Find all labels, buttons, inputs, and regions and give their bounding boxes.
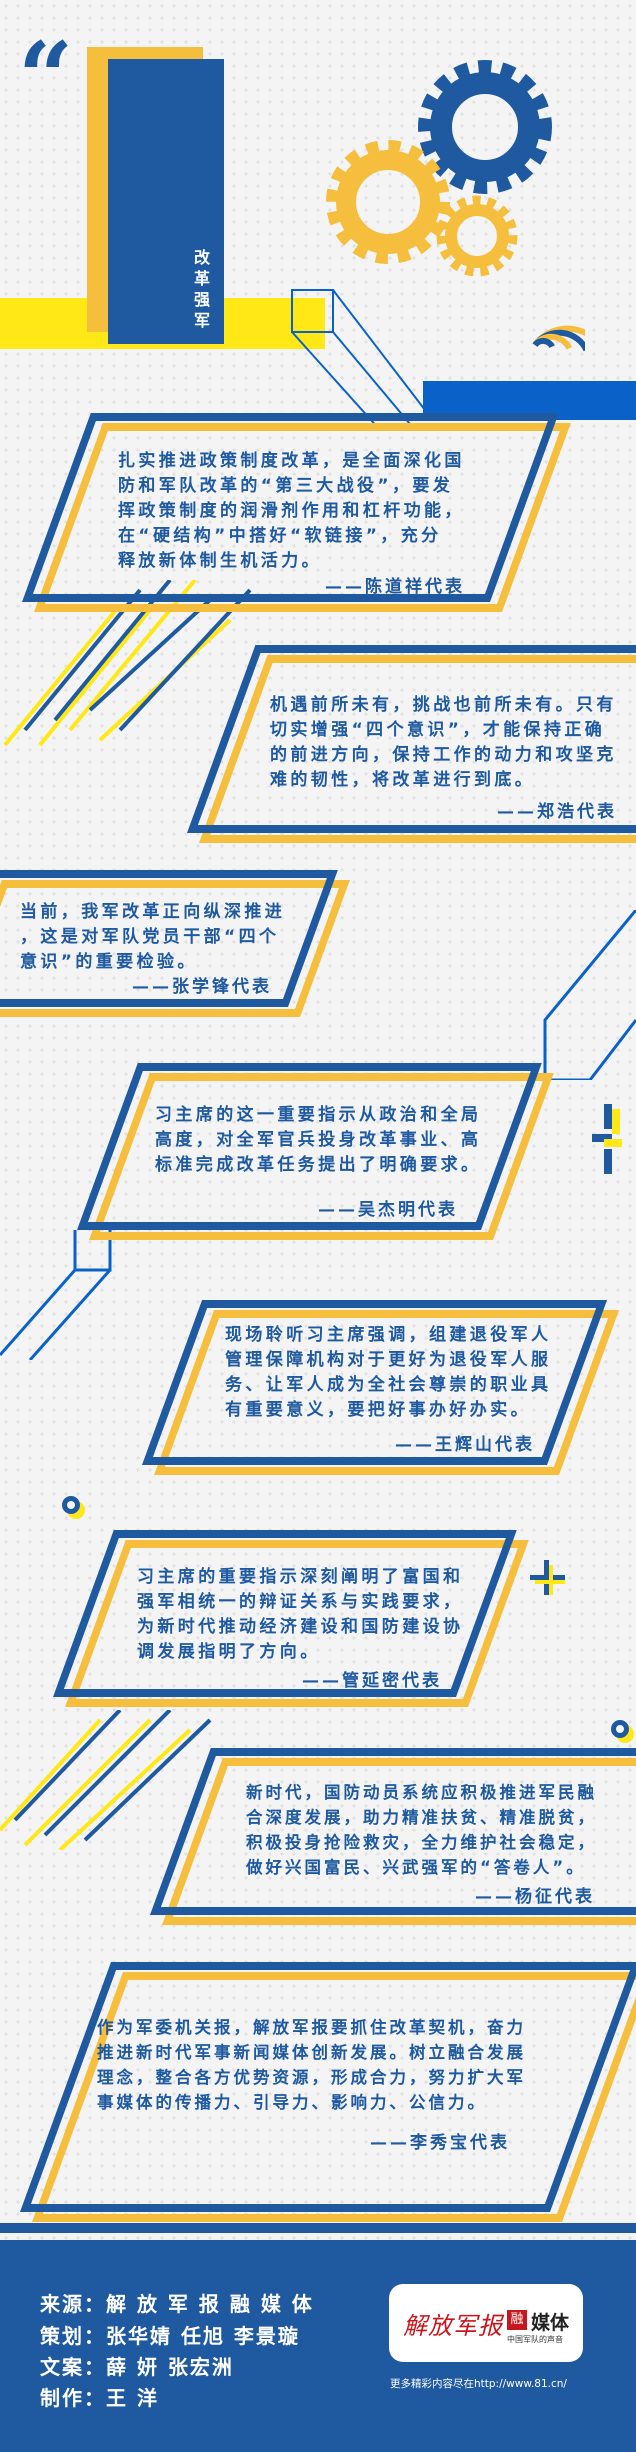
more-link[interactable]: 更多精彩内容尽在http://www.81.cn/ bbox=[390, 2378, 567, 2390]
quote-author: ——管延密代表 bbox=[302, 1671, 442, 1691]
quote-author: ——张学锋代表 bbox=[132, 977, 272, 997]
pla-daily-logo[interactable]: 解放军报 融 媒体 中国军队的声音 bbox=[389, 2284, 583, 2362]
credit-writing: 文案：薛 妍 张宏洲 bbox=[40, 2355, 234, 2379]
ring-icon bbox=[62, 1496, 80, 1514]
quote-mark-icon: “ bbox=[18, 21, 74, 134]
quote-text: 扎实推进政策制度改革，是全面深化国 防和军队改革的“第三大战役”，要发 挥政策制… bbox=[118, 449, 465, 574]
quote-author: ——王辉山代表 bbox=[395, 1435, 535, 1455]
quote-author: ——郑浩代表 bbox=[497, 802, 617, 822]
quote-line: 作为军委机关报，解放军报要抓住改革契机，奋力 bbox=[97, 2018, 526, 2037]
quote-author: ——吴杰明代表 bbox=[318, 1200, 458, 1220]
logo-name: 解放军报 bbox=[403, 2312, 503, 2340]
quote-line: 当前，我军改革正向纵深推进 bbox=[20, 902, 286, 922]
ring-icon bbox=[611, 1720, 629, 1738]
quote-line: 为新时代推动经济建设和国防建设协 bbox=[137, 1617, 464, 1637]
footer-stripe bbox=[0, 2223, 636, 2233]
gears-icon bbox=[326, 60, 552, 277]
quote-line: 做好兴国富民、兴武强军的“答卷人”。 bbox=[246, 1858, 586, 1877]
quote-line: ，这是对军队党员干部“四个 bbox=[20, 927, 280, 947]
quote-line: 切实增强“四个意识”，才能保持正确 bbox=[270, 720, 606, 740]
quote-line: 调发展指明了方向。 bbox=[137, 1642, 321, 1662]
quote-text: 作为军委机关报，解放军报要抓住改革契机，奋力 推进新时代军事新闻媒体创新发展。树… bbox=[97, 2015, 526, 2115]
quote-line: 强军相统一的辩证关系与实践要求， bbox=[137, 1592, 464, 1612]
quote-text: 机遇前所未有，挑战也前所未有。只有 切实增强“四个意识”，才能保持正确 的前进方… bbox=[270, 693, 617, 793]
quote-line: 机遇前所未有，挑战也前所未有。只有 bbox=[270, 695, 617, 715]
quote-text: 新时代，国防动员系统应积极推进军民融 合深度发展，助力精准扶贫、精准脱贫， 积极… bbox=[246, 1780, 597, 1880]
blue-gear-icon bbox=[418, 60, 552, 194]
footer: 来源：解 放 军 报 融 媒 体 策划：张华婧 任旭 李景璇 文案：薛 妍 张宏… bbox=[0, 2240, 636, 2452]
quote-line: 挥政策制度的润滑剂作用和杠杆功能， bbox=[118, 501, 465, 521]
quote-line: 防和军队改革的“第三大战役”，要发 bbox=[118, 476, 454, 496]
credit-production: 制作：王 洋 bbox=[40, 2386, 159, 2410]
stripes-decoration bbox=[3, 580, 252, 747]
credit-source: 来源：解 放 军 报 融 媒 体 bbox=[40, 2292, 314, 2316]
quote-line: 新时代，国防动员系统应积极推进军民融 bbox=[246, 1783, 597, 1802]
quote-line: 事媒体的传播力、引导力、影响力、公信力。 bbox=[97, 2093, 487, 2112]
yellow-gear-small-icon bbox=[436, 195, 518, 277]
quote-line: 在“硬结构”中搭好“软链接”，充分 bbox=[118, 526, 442, 546]
yellow-gear-large-icon bbox=[326, 140, 450, 264]
logo-slogan: 中国军队的声音 bbox=[507, 2335, 563, 2344]
title-card: 改革强军 bbox=[108, 59, 224, 344]
credit-planning: 策划：张华婧 任旭 李景璇 bbox=[40, 2324, 300, 2348]
quote-line: 积极投身抢险救灾，全力维护社会稳定， bbox=[246, 1833, 597, 1852]
quote-author: ——杨征代表 bbox=[475, 1887, 595, 1907]
outline-beam-left bbox=[0, 1230, 112, 1360]
signal-icon bbox=[532, 325, 585, 354]
quote-line: 习主席的重要指示深刻阐明了富国和 bbox=[137, 1567, 464, 1587]
plus-decoration bbox=[592, 1104, 622, 1174]
outline-beam-right bbox=[543, 910, 636, 1080]
quote-author: ——陈道祥代表 bbox=[325, 577, 465, 597]
quote-line: 现场聆听习主席强调，组建退役军人 bbox=[225, 1325, 552, 1345]
page-title: 改革强军 bbox=[194, 248, 211, 330]
quote-line: 有重要意义，要把好事办好办实。 bbox=[225, 1400, 531, 1420]
quote-author: ——李秀宝代表 bbox=[370, 2133, 510, 2153]
quote-line: 习主席的这一重要指示从政治和全局 bbox=[155, 1105, 482, 1125]
quote-line: 推进新时代军事新闻媒体创新发展。树立融合发展 bbox=[97, 2043, 526, 2062]
quote-line: 释放新体制生机活力。 bbox=[118, 551, 322, 571]
sparkle-decoration bbox=[530, 1560, 565, 1595]
quote-line: 的前进方向，保持工作的动力和攻坚克 bbox=[270, 745, 617, 765]
quote-line: 标准完成改革任务提出了明确要求。 bbox=[155, 1155, 482, 1175]
quote-line: 高度，对全军官兵投身改革事业、高 bbox=[155, 1130, 482, 1150]
outline-beam-decoration bbox=[291, 289, 426, 430]
quote-text: 习主席的这一重要指示从政治和全局 高度，对全军官兵投身改革事业、高 标准完成改革… bbox=[155, 1103, 481, 1178]
logo-suffix: 媒体 bbox=[531, 2312, 570, 2334]
quote-line: 务、让军人成为全社会尊崇的职业具 bbox=[225, 1375, 552, 1395]
quote-text: 当前，我军改革正向纵深推进 ，这是对军队党员干部“四个 意识”的重要检验。 bbox=[20, 900, 285, 975]
quote-line: 管理保障机构对于更好为退役军人服 bbox=[225, 1350, 552, 1370]
quote-text: 现场聆听习主席强调，组建退役军人 管理保障机构对于更好为退役军人服 务、让军人成… bbox=[225, 1323, 551, 1423]
quote-line: 难的韧性，将改革进行到底。 bbox=[270, 770, 536, 790]
blue-bar bbox=[423, 381, 636, 420]
logo-badge: 融 bbox=[507, 2310, 527, 2330]
quote-line: 意识”的重要检验。 bbox=[20, 952, 198, 972]
quote-text: 习主席的重要指示深刻阐明了富国和 强军相统一的辩证关系与实践要求， 为新时代推动… bbox=[137, 1565, 463, 1665]
quote-line: 理念，整合各方优势资源，形成合力，努力扩大军 bbox=[97, 2068, 526, 2087]
stripes-decoration bbox=[0, 1710, 212, 1850]
quote-line: 扎实推进政策制度改革，是全面深化国 bbox=[118, 451, 465, 471]
quote-line: 合深度发展，助力精准扶贫、精准脱贫， bbox=[246, 1808, 597, 1827]
